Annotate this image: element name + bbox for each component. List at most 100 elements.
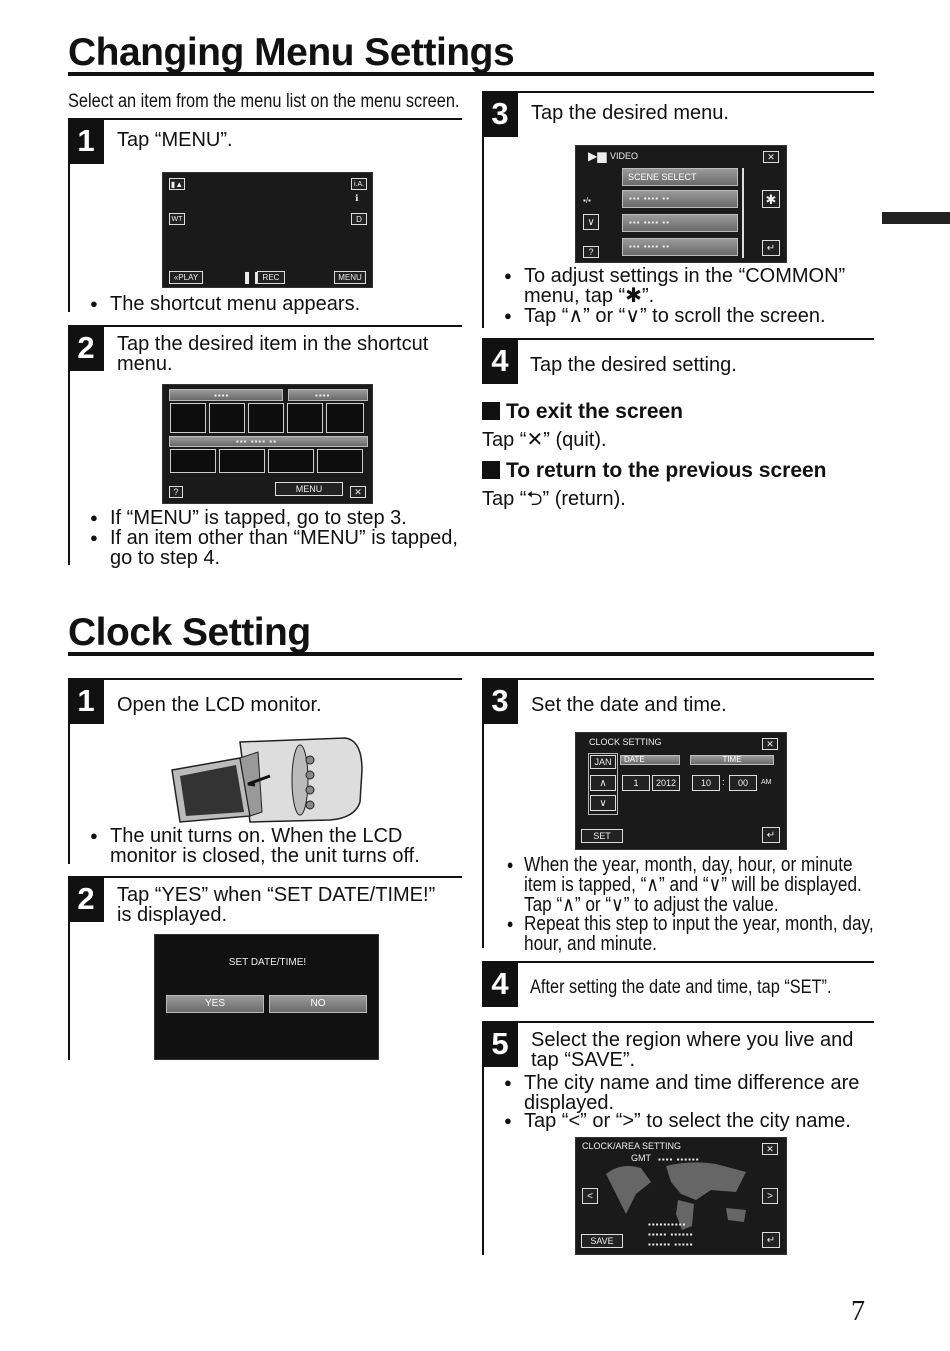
step-number: 1 [68,118,104,164]
step-number: 3 [482,91,518,137]
lcd-screen-area: CLOCK/AREA SETTING ✕ GMT ▪▪▪▪ ▪▪▪▪▪▪ < >… [575,1137,787,1255]
shortcut-row-label: ▪▪▪ ▪▪▪▪ ▪▪ [169,436,368,447]
shortcut-key[interactable] [170,449,216,473]
title-rule [68,652,874,656]
prev-city-button[interactable]: < [582,1188,598,1204]
gmt-label: GMT [631,1153,651,1163]
next-city-button[interactable]: > [762,1188,778,1204]
step-title: Tap the desired menu. [531,102,729,124]
menu-item[interactable]: ▪▪▪ ▪▪▪▪ ▪▪ [622,190,738,208]
shortcut-key[interactable] [248,403,284,433]
scroll-down-icon[interactable]: ∨ [583,214,599,230]
page-number: 7 [851,1296,865,1327]
step-3-bullet-1: To adjust settings in the “COMMON” menu,… [504,266,845,307]
close-icon[interactable]: ✕ [762,1143,778,1155]
prompt-text: SET DATE/TIME! [228,957,307,968]
shortcut-tab-1[interactable]: ▪▪▪▪ [169,389,283,401]
date-label: DATE [620,755,680,765]
no-button[interactable]: NO [269,995,367,1013]
step-title: Open the LCD monitor. [117,694,322,716]
close-icon[interactable]: ✕ [350,486,366,498]
hour-field[interactable]: 10 [692,775,720,791]
shortcut-key[interactable] [219,449,265,473]
scrollbar[interactable] [742,168,744,258]
step-title: After setting the date and time, tap “SE… [530,977,832,998]
rec-button[interactable]: REC [257,271,285,284]
step-1-menu: 1 Tap “MENU”. ▮▲ i.A. ℹ WT D «PLAY ❚❚ RE… [68,118,462,314]
step-1-bullet: The shortcut menu appears. [90,294,360,314]
lcd-screen-home: ▮▲ i.A. ℹ WT D «PLAY ❚❚ REC MENU [162,172,373,288]
play-button[interactable]: «PLAY [169,271,203,284]
clock-step-3-bullet-2: Repeat this step to input the year, mont… [507,914,894,954]
world-map-icon [606,1162,746,1230]
step-title: Tap “MENU”. [117,129,233,151]
close-icon[interactable]: ✕ [762,738,778,750]
gmt-offset: ▪▪▪▪ ▪▪▪▪▪▪ [658,1155,700,1164]
info-icon: ℹ [355,193,359,203]
clock-step-3-bullet-1: When the year, month, day, hour, or minu… [507,855,894,915]
zoom-wt-icon[interactable]: WT [169,213,185,225]
square-bullet [482,402,500,420]
section-title-menu-settings: Changing Menu Settings [68,31,515,74]
lcd-screen-menu: ▶▆ VIDEO ✕ SCENE SELECT ▪▪▪ ▪▪▪▪ ▪▪ ▪▪▪ … [575,145,787,263]
yes-button[interactable]: YES [166,995,264,1013]
square-bullet [482,461,500,479]
camcorder-illustration [171,737,363,823]
day-field[interactable]: 1 [622,775,650,791]
ampm-label: AM [761,779,772,786]
decrement-icon[interactable]: ∨ [590,795,616,811]
video-icon: ▶▆ [588,149,607,163]
display-d-icon[interactable]: D [351,213,367,225]
step-2-bullet-1: If “MENU” is tapped, go to step 3. [90,508,407,528]
step-4-setting: 4 Tap the desired setting. [482,338,874,386]
step-number: 3 [482,678,518,724]
minute-field[interactable]: 00 [729,775,757,791]
gear-icon: ✱ [625,285,642,307]
close-icon[interactable]: ✕ [763,151,779,163]
lcd-screen-shortcut: ▪▪▪▪ ▪▪▪▪ ▪▪▪ ▪▪▪▪ ▪▪ ? MENU ✕ [162,384,373,504]
step-3-menu: 3 Tap the desired menu. ▶▆ VIDEO ✕ SCENE… [482,91,874,328]
step-number: 4 [482,961,518,1007]
help-icon[interactable]: ? [583,246,599,258]
menu-item[interactable]: ▪▪▪ ▪▪▪▪ ▪▪ [622,238,738,256]
year-field[interactable]: 2012 [652,775,680,791]
return-icon[interactable]: ↵ [762,827,780,843]
title-rule [68,72,874,76]
shortcut-key[interactable] [268,449,314,473]
intro-text: Select an item from the menu list on the… [68,91,460,112]
return-icon[interactable]: ↵ [762,1232,780,1248]
lcd-screen-set-date: SET DATE/TIME! YES NO [154,934,379,1060]
shortcut-key[interactable] [209,403,245,433]
shortcut-tab-2[interactable]: ▪▪▪▪ [288,389,368,401]
step-3-bullet-2: Tap “∧” or “∨” to scroll the screen. [504,306,826,326]
menu-item-scene-select[interactable]: SCENE SELECT [622,168,738,186]
menu-button[interactable]: MENU [334,271,366,284]
step-title: Select the region where you live and tap… [531,1029,854,1071]
step-number: 2 [68,325,104,371]
clock-step-1: 1 Open the LCD monitor. The unit turns o… [68,678,462,866]
return-heading: To return to the previous screen [482,460,827,481]
increment-icon[interactable]: ∧ [590,775,616,791]
month-column [588,753,618,815]
return-icon[interactable]: ↵ [762,240,780,256]
clock-step-1-bullet: The unit turns on. When the LCD monitor … [90,826,420,866]
step-2-shortcut: 2 Tap the desired item in the shortcut m… [68,325,462,568]
help-icon[interactable]: ? [169,486,183,498]
shortcut-key[interactable] [326,403,364,433]
month-field[interactable]: JAN [590,755,616,769]
city-name: ▪▪▪▪▪ ▪▪▪▪▪▪ [648,1230,694,1239]
shortcut-key[interactable] [317,449,363,473]
camera-mode-icon[interactable]: ▮▲ [169,178,185,190]
shortcut-key[interactable] [287,403,323,433]
menu-item[interactable]: ▪▪▪ ▪▪▪▪ ▪▪ [622,214,738,232]
clock-step-2: 2 Tap “YES” when “SET DATE/TIME!” is dis… [68,876,462,1060]
menu-button[interactable]: MENU [275,482,343,496]
save-button[interactable]: SAVE [581,1234,623,1248]
return-text: Tap “⮌” (return). [482,488,626,510]
shortcut-key[interactable] [170,403,206,433]
common-gear-icon[interactable]: ✱ [762,190,780,208]
set-button[interactable]: SET [581,829,623,843]
exit-text: Tap “✕” (quit). [482,429,607,451]
step-number: 4 [482,338,518,384]
intelligent-auto-icon[interactable]: i.A. [351,178,367,190]
